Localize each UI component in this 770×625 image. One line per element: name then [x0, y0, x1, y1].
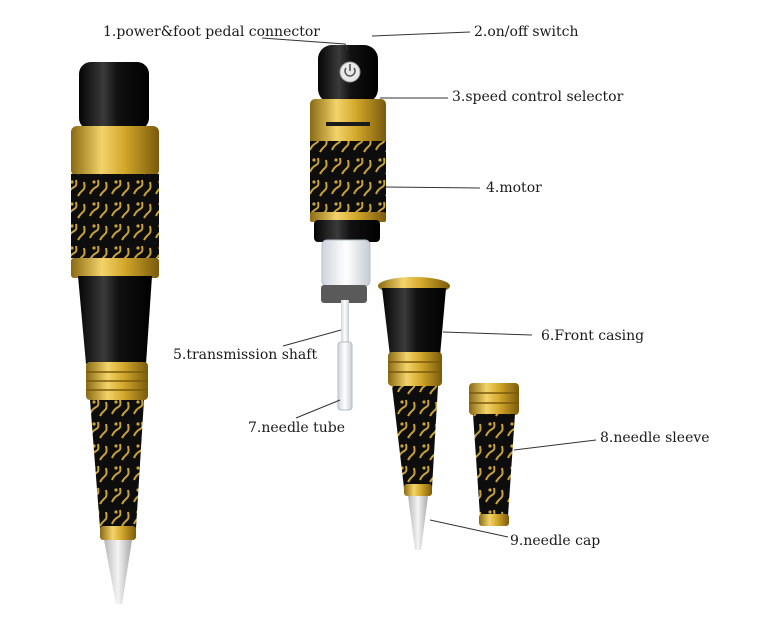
- needle-sleeve-body: [473, 414, 515, 516]
- needle-sleeve: [469, 383, 519, 526]
- label-needle-tube: 7.needle tube: [248, 420, 346, 436]
- assembled-top-cap: [79, 62, 149, 130]
- transmission-plate: [321, 285, 367, 303]
- leader-7: [295, 399, 341, 419]
- label-motor: 4.motor: [486, 180, 542, 196]
- assembled-gold-collar: [71, 126, 159, 176]
- needle-cap-part: [408, 496, 428, 550]
- needle-sleeve-top: [469, 383, 519, 415]
- front-casing-upper: [382, 288, 446, 356]
- assembled-black-taper: [78, 276, 152, 364]
- leader-8: [513, 439, 597, 451]
- leader-5: [282, 329, 342, 347]
- assembled-pen: [71, 62, 159, 604]
- label-speed-control-selector: 3.speed control selector: [452, 89, 624, 105]
- assembled-needle-cap: [104, 540, 132, 604]
- needle-sleeve-tip: [479, 514, 509, 526]
- power-icon: [339, 61, 361, 83]
- leader-6: [442, 331, 533, 336]
- motor-base: [314, 220, 380, 242]
- label-on-off-switch: 2.on/off switch: [474, 24, 579, 40]
- assembled-gold-ring: [71, 258, 159, 278]
- label-power-foot-pedal-connector: 1.power&foot pedal connector: [103, 24, 320, 40]
- motor-assembly: [310, 45, 386, 411]
- label-needle-cap: 9.needle cap: [510, 533, 601, 549]
- assembled-grip: [90, 400, 144, 528]
- front-casing-gold-ring: [388, 352, 442, 386]
- front-casing: [378, 277, 450, 550]
- assembled-ornament-band: [71, 174, 159, 258]
- leader-lines: [261, 31, 597, 538]
- front-casing-tip-ring: [404, 484, 432, 496]
- needle-tube: [337, 341, 353, 411]
- front-casing-grip: [392, 386, 438, 488]
- label-front-casing: 6.Front casing: [541, 328, 645, 344]
- motor-coupling: [321, 239, 371, 287]
- motor-ornament-band: [310, 141, 386, 215]
- transmission-shaft: [341, 300, 349, 344]
- assembled-tip-ring: [100, 526, 136, 540]
- leader-9: [429, 519, 509, 538]
- label-transmission-shaft: 5.transmission shaft: [173, 347, 318, 363]
- leader-4: [385, 186, 481, 189]
- leader-1: [261, 37, 349, 51]
- leader-2: [371, 31, 471, 37]
- motor-gold-ring: [310, 212, 386, 222]
- label-needle-sleeve: 8.needle sleeve: [600, 430, 710, 446]
